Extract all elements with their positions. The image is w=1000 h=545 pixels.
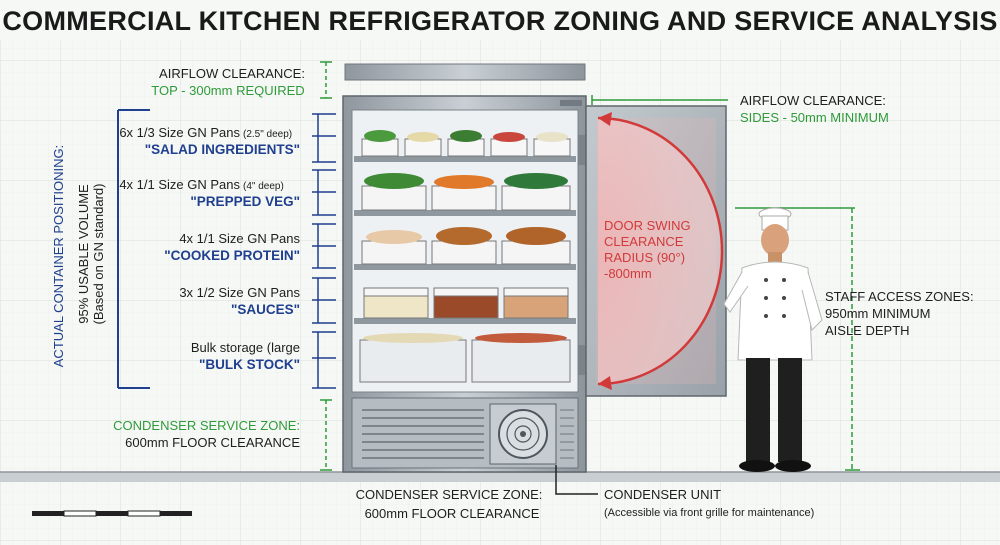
shelf-2-pans	[361, 173, 571, 211]
airflow-sides-dimension	[591, 95, 728, 105]
shelf-1-desc: 6x 1/3 Size GN Pans	[119, 125, 240, 140]
shelf-1-name: "SALAD INGREDIENTS"	[145, 142, 300, 157]
condenser-grille	[560, 409, 574, 459]
shelf-labels: 6x 1/3 Size GN Pans (2.5" deep) "SALAD I…	[119, 125, 300, 372]
shelf-5-desc: Bulk storage (large	[191, 340, 300, 355]
shelf-4-desc: 3x 1/2 Size GN Pans	[179, 285, 300, 300]
condenser-unit-note: (Accessible via front grille for mainten…	[604, 507, 814, 519]
hinge-lower	[578, 345, 585, 375]
door-swing-line-3: RADIUS (90°)	[604, 250, 685, 265]
page-title: COMMERCIAL KITCHEN REFRIGERATOR ZONING A…	[2, 6, 997, 36]
shelf-3-desc: 4x 1/1 Size GN Pans	[179, 231, 300, 246]
open-door	[585, 105, 727, 397]
airflow-sides-label-2: SIDES - 50mm MINIMUM	[740, 110, 889, 125]
shelf-dimension-ticks	[312, 113, 336, 389]
shelf-1-note: (2.5" deep)	[243, 129, 292, 140]
gn-standard-label: (Based on GN standard)	[91, 184, 106, 325]
scale-bar	[32, 510, 192, 517]
door-swing-zone	[598, 118, 722, 384]
usable-volume-label: 95% USABLE VOLUME	[76, 184, 91, 324]
hinge-upper	[578, 135, 585, 165]
shelf-3-name: "COOKED PROTEIN"	[164, 248, 300, 263]
staff-access-line-1: STAFF ACCESS ZONES:	[825, 289, 974, 304]
staff-access-line-3: AISLE DEPTH	[825, 323, 910, 338]
shelf-4-pans	[363, 287, 569, 319]
airflow-top-label-2: TOP - 300mm REQUIRED	[151, 83, 304, 98]
shelf-5-name: "BULK STOCK"	[199, 357, 300, 372]
shelf-4-name: "SAUCES"	[231, 302, 300, 317]
condenser-zone-bottom-2: 600mm FLOOR CLEARANCE	[365, 506, 540, 521]
staff-access-line-2: 950mm MINIMUM	[825, 306, 930, 321]
airflow-top-label-1: AIRFLOW CLEARANCE:	[159, 66, 305, 81]
door-swing-line-2: CLEARANCE	[604, 234, 684, 249]
airflow-top-dimension	[320, 61, 332, 99]
refrigerator	[342, 95, 587, 473]
airflow-sides-label-1: AIRFLOW CLEARANCE:	[740, 93, 886, 108]
condenser-zone-dimension	[320, 399, 332, 471]
top-airflow-plate	[344, 63, 586, 81]
condenser-zone-left-2: 600mm FLOOR CLEARANCE	[125, 435, 300, 450]
arc-arrow-top	[598, 112, 612, 126]
shelf-3-pans	[361, 227, 571, 265]
condenser-zone-bottom-1: CONDENSER SERVICE ZONE:	[356, 487, 543, 502]
condenser-coil	[362, 409, 484, 459]
shelf-2-desc: 4x 1/1 Size GN Pans	[119, 177, 240, 192]
shelf-rails	[354, 156, 576, 324]
container-positioning-label: ACTUAL CONTAINER POSITIONING:	[51, 145, 66, 367]
shelf-5-pans	[359, 333, 571, 383]
shelf-2-note: (4" deep)	[243, 181, 284, 192]
arc-arrow-bottom	[598, 376, 612, 390]
staff-access-dimension	[735, 207, 860, 471]
door-swing-arc	[597, 116, 724, 386]
chef-figure	[723, 207, 823, 472]
floor-strip	[0, 472, 1000, 482]
shelf-1-pans	[361, 130, 571, 157]
fridge-top-hinge	[560, 100, 582, 106]
usable-volume-bracket	[117, 109, 150, 389]
door-swing-line-1: DOOR SWING	[604, 218, 691, 233]
condenser-unit-leader	[555, 465, 598, 495]
door-swing-line-4: -800mm	[604, 266, 652, 281]
shelf-2-name: "PREPPED VEG"	[190, 194, 300, 209]
condenser-zone-left-1: CONDENSER SERVICE ZONE:	[113, 418, 300, 433]
condenser-unit-label: CONDENSER UNIT	[604, 487, 721, 502]
